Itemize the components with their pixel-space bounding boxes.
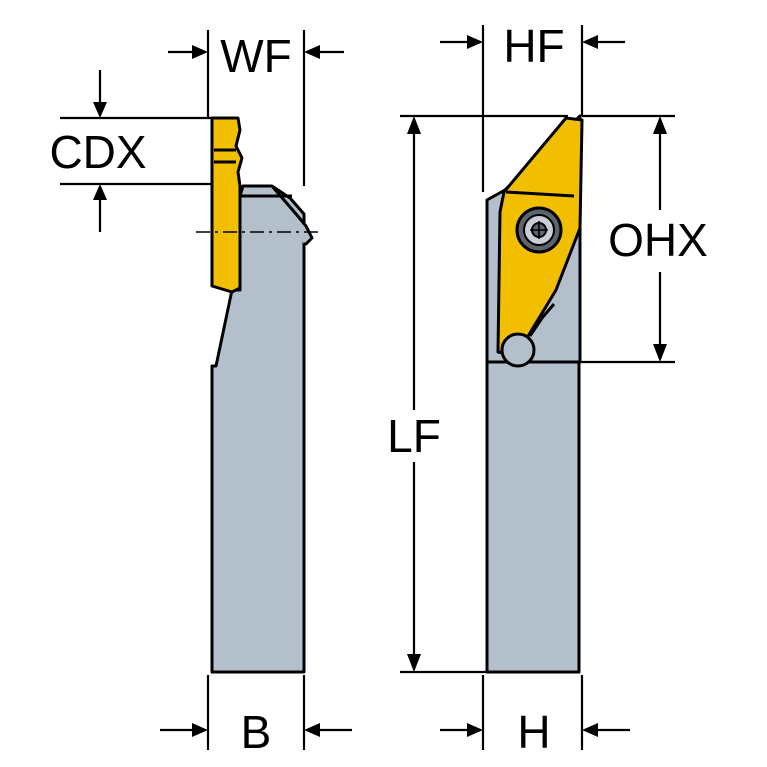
extension-lines [60,25,675,750]
label-wf: WF [220,30,292,82]
label-h: H [517,706,550,758]
label-cdx: CDX [49,126,146,178]
dimension-arrows [93,35,667,737]
top-view-screw-cross [530,221,548,239]
label-lf: LF [387,410,441,462]
side-view-insert [210,116,244,294]
label-b: B [241,706,272,758]
top-view-insert-edge [505,190,575,198]
top-view [485,114,584,674]
label-hf: HF [503,20,564,72]
top-view-clamp-circle [500,332,536,368]
label-ohx: OHX [608,214,708,266]
top-view-clamp-arc [528,303,556,337]
side-view-insert-groove [214,148,236,164]
side-view [196,116,318,674]
